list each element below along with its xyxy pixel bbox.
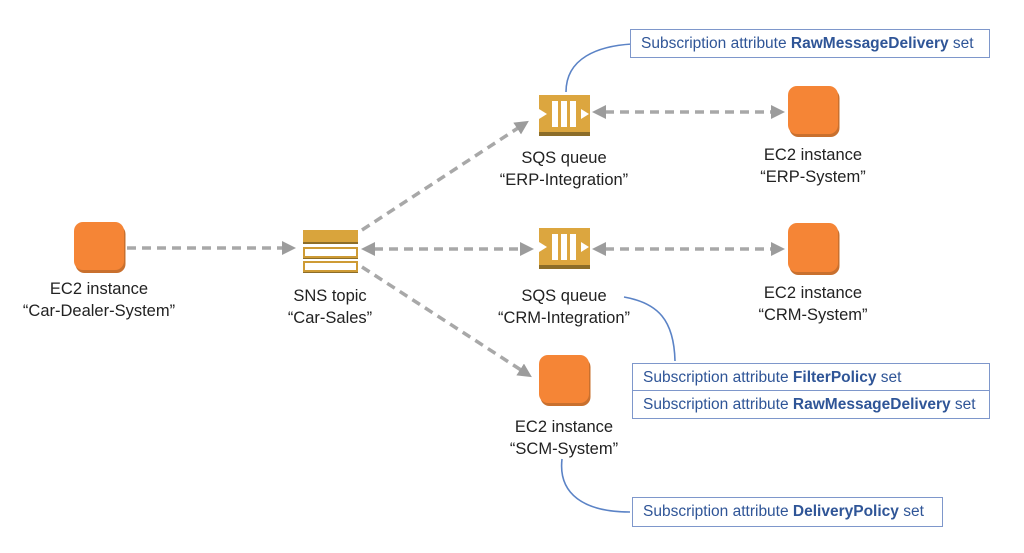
callout-text: Subscription attribute <box>643 368 793 386</box>
callout-text: Subscription attribute <box>641 34 791 52</box>
queue-bar <box>561 233 567 260</box>
node-label-line2: “CRM-System” <box>758 306 868 324</box>
ec2-instance-icon <box>539 355 589 403</box>
node-label-line2: “Car-Sales” <box>287 309 373 327</box>
node-label-line1: SQS queue <box>521 287 607 305</box>
node-label-line1: SQS queue <box>521 149 607 167</box>
ec2-instance-icon <box>788 86 838 134</box>
arrow-sns-to-sqs-erp <box>361 120 529 232</box>
callout-attribute: FilterPolicy <box>792 368 877 386</box>
ec2-instance-icon <box>788 223 838 272</box>
node-label-line2: “ERP-Integration” <box>499 171 629 189</box>
queue-arrow-glyph <box>539 241 547 252</box>
callout-curve-erp <box>565 43 633 93</box>
sqs-queue-icon <box>538 228 590 269</box>
callout-curve-scm <box>560 458 631 513</box>
callout-attribute: RawMessageDelivery <box>790 34 949 52</box>
callout-text: set <box>898 503 924 520</box>
queue-bar <box>552 233 558 260</box>
node-label-line1: EC2 instance <box>763 146 863 164</box>
callout-text: set <box>876 368 902 386</box>
node-label-line1: EC2 instance <box>514 418 614 436</box>
node-label-line2: “CRM-Integration” <box>497 309 631 327</box>
sns-bar <box>302 230 358 244</box>
sns-topic-icon <box>302 230 358 272</box>
callout-raw-message-delivery-erp: Subscription attribute RawMessageDeliver… <box>630 29 990 58</box>
queue-bar <box>570 100 576 127</box>
node-ec2-erp: EC2 instance “ERP-System” <box>713 86 913 188</box>
queue-arrow-glyph <box>539 108 547 119</box>
callout-curve-crm <box>623 296 676 362</box>
callout-attribute: DeliveryPolicy <box>792 503 899 520</box>
queue-bar <box>561 100 567 127</box>
node-label-line1: SNS topic <box>293 287 367 305</box>
sns-bar <box>302 247 358 258</box>
node-sns-car-sales: SNS topic “Car-Sales” <box>230 230 430 329</box>
node-label-line2: “ERP-System” <box>760 168 866 186</box>
callout-text: set <box>950 395 976 413</box>
node-ec2-scm: EC2 instance “SCM-System” <box>464 355 664 460</box>
node-sqs-erp: SQS queue “ERP-Integration” <box>464 95 664 191</box>
ec2-instance-icon <box>74 222 124 270</box>
queue-arrow-glyph <box>581 241 589 252</box>
queue-bar <box>552 100 558 127</box>
callout-filter-policy-crm: Subscription attribute FilterPolicy set <box>632 363 990 392</box>
callout-text: Subscription attribute <box>643 395 793 413</box>
sns-bar <box>302 261 358 272</box>
node-sqs-crm: SQS queue “CRM-Integration” <box>464 228 664 329</box>
node-label-line2: “SCM-System” <box>509 440 619 458</box>
sqs-queue-icon <box>538 95 590 136</box>
callout-text: Subscription attribute <box>643 503 793 520</box>
callout-raw-message-delivery-crm: Subscription attribute RawMessageDeliver… <box>632 390 990 420</box>
callout-text: set <box>948 34 974 52</box>
node-label-line2: “Car-Dealer-System” <box>22 302 176 320</box>
queue-arrow-glyph <box>581 108 589 119</box>
callout-attribute: RawMessageDelivery <box>792 395 951 413</box>
queue-bar <box>570 233 576 260</box>
node-label-line1: EC2 instance <box>763 284 863 302</box>
node-label-line1: EC2 instance <box>49 280 149 298</box>
arrow-sns-to-ec2-scm <box>361 265 532 378</box>
node-ec2-crm: EC2 instance “CRM-System” <box>713 223 913 326</box>
callout-delivery-policy-scm: Subscription attribute DeliveryPolicy se… <box>632 497 943 527</box>
node-ec2-car-dealer: EC2 instance “Car-Dealer-System” <box>0 222 199 322</box>
